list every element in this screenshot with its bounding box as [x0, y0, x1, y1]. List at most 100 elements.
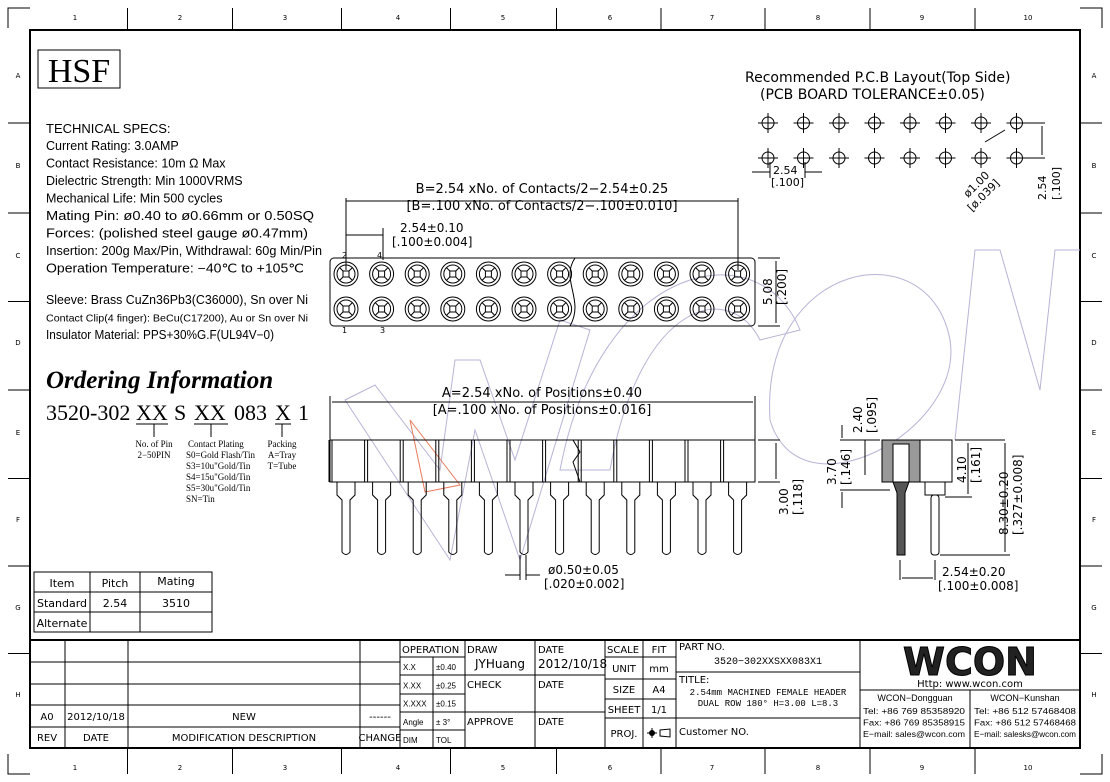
svg-text:TOL: TOL [436, 736, 452, 745]
svg-text:Contact Plating: Contact Plating [188, 439, 244, 449]
svg-text:[.100±0.004]: [.100±0.004] [392, 235, 473, 249]
svg-text:2.54mm MACHINED FEMALE HEADER: 2.54mm MACHINED FEMALE HEADER [690, 688, 847, 698]
column-label-top: 1 [73, 14, 77, 22]
svg-text:T=Tube: T=Tube [268, 461, 297, 471]
contact-hole [475, 296, 501, 322]
svg-text:A=Tray: A=Tray [268, 450, 297, 460]
contact-hole [582, 296, 608, 322]
material-line: Insulator Material: PPS+30%G.F(UL94V−0) [46, 328, 274, 342]
svg-text:2.54: 2.54 [1036, 176, 1049, 201]
svg-text:8.30±0.20: 8.30±0.20 [997, 472, 1011, 536]
contact-hole [511, 261, 537, 287]
contact-hole [547, 296, 573, 322]
title-block: OPERATION X.X±0.40X.XX±0.25X.XXX±0.15Ang… [400, 640, 1080, 748]
pcb-hole-pattern [758, 113, 1027, 168]
office-name: WCON−Dongguan [877, 693, 952, 703]
pcb-hole-icon [900, 148, 920, 168]
svg-text:2.54: 2.54 [103, 597, 128, 610]
svg-text:REV: REV [37, 733, 57, 744]
svg-text:S5=30u"Gold/Tin: S5=30u"Gold/Tin [186, 483, 251, 493]
pin [435, 440, 463, 555]
svg-text:S0=Gold Flash/Tin: S0=Gold Flash/Tin [186, 450, 256, 460]
contact-hole [689, 296, 715, 322]
svg-text:Item: Item [49, 577, 74, 590]
contact-hole [618, 296, 644, 322]
row-label: E [16, 429, 20, 437]
svg-text:2.40: 2.40 [851, 406, 865, 433]
svg-text:Alternate: Alternate [37, 617, 88, 630]
svg-text:[.161]: [.161] [969, 447, 983, 483]
office-email: E−mail: sales@wcon.com [863, 729, 965, 739]
svg-text:XX: XX [194, 400, 226, 425]
svg-text:[.020±0.002]: [.020±0.002] [544, 577, 625, 591]
svg-text:±0.25: ±0.25 [436, 681, 457, 690]
pcb-title: Recommended P.C.B Layout(Top Side) [745, 70, 1010, 86]
spec-line: Contact Resistance: 10m Ω Max [46, 157, 226, 171]
side-view: 2.40 [.095] 3.70 [.146] 4.10 [.161] 8.30… [825, 397, 1025, 593]
contact-hole [404, 261, 430, 287]
office-tel: Tel: +86 769 85358920 [863, 706, 965, 716]
svg-text:UNIT: UNIT [612, 664, 637, 675]
contact-hole [689, 261, 715, 287]
svg-text:MODIFICATION DESCRIPTION: MODIFICATION DESCRIPTION [172, 733, 316, 744]
contact-hole [440, 261, 466, 287]
spec-line: Insertion: 200g Max/Pin, Withdrawal: 60g… [46, 244, 322, 258]
row-label: D [1091, 339, 1096, 347]
svg-text:No. of Pin: No. of Pin [135, 439, 173, 449]
svg-text:2.54±0.10: 2.54±0.10 [400, 221, 464, 235]
column-label-top: 4 [396, 14, 401, 22]
pcb-hole-icon [793, 113, 814, 133]
svg-text:[.100]: [.100] [771, 176, 804, 189]
row-label: A [1092, 72, 1097, 80]
contact-hole [725, 296, 751, 322]
svg-text:083: 083 [234, 400, 267, 425]
svg-text:2−50PIN: 2−50PIN [137, 450, 171, 460]
row-label: D [15, 339, 20, 347]
column-label-top: 8 [816, 14, 820, 22]
svg-text:2012/10/18: 2012/10/18 [538, 657, 607, 671]
contact-hole [653, 261, 679, 287]
column-label-bottom: 5 [501, 764, 505, 772]
svg-text:DATE: DATE [538, 680, 564, 691]
svg-text:[.327±0.008]: [.327±0.008] [1011, 455, 1025, 536]
contact-hole [404, 296, 430, 322]
svg-text:2.54±0.20: 2.54±0.20 [942, 565, 1006, 579]
pcb-hole-icon [829, 113, 849, 133]
svg-text:Pitch: Pitch [102, 577, 129, 590]
svg-text:DRAW: DRAW [467, 645, 498, 656]
svg-text:ø0.50±0.05: ø0.50±0.05 [548, 563, 619, 577]
svg-text:mm: mm [649, 664, 668, 675]
column-label-top: 5 [501, 14, 505, 22]
ordering-heading: Ordering Information [46, 367, 273, 394]
svg-text:2.54: 2.54 [773, 164, 798, 177]
svg-text:S: S [174, 400, 186, 425]
svg-text:JYHuang: JYHuang [474, 657, 525, 671]
column-label-bottom: 7 [710, 764, 714, 772]
row-label: C [1092, 252, 1097, 260]
wcon-watermark [344, 249, 1080, 562]
material-line: Contact Clip(4 finger): BeCu(C17200), Au… [46, 313, 308, 325]
pcb-hole-icon [758, 113, 778, 133]
svg-text:Customer NO.: Customer NO. [679, 727, 749, 738]
office-name: WCON−Kunshan [990, 693, 1059, 703]
pcb-subtitle: (PCB BOARD TOLERANCE±0.05) [760, 87, 985, 103]
column-label-top: 2 [178, 14, 182, 22]
pin [613, 440, 641, 555]
svg-text:CHANGE: CHANGE [359, 733, 402, 744]
pin [648, 440, 676, 555]
pcb-hole-icon [935, 113, 956, 133]
spec-line: Mating Pin: ø0.40 to ø0.66mm or 0.50SQ [46, 209, 314, 223]
contact-hole [369, 261, 395, 287]
office-fax: Fax: +86 769 85358915 [863, 718, 965, 728]
svg-text:5.08: 5.08 [761, 278, 775, 305]
svg-text:DATE: DATE [538, 645, 564, 656]
office-email: E−mail: salesks@wcon.com [974, 729, 1076, 739]
svg-text:SHEET: SHEET [608, 705, 642, 716]
svg-text:2: 2 [342, 251, 347, 260]
row-label: B [16, 162, 21, 170]
pin [684, 440, 712, 555]
material-line: Sleeve: Brass CuZn36Pb3(C36000), Sn over… [46, 293, 308, 307]
